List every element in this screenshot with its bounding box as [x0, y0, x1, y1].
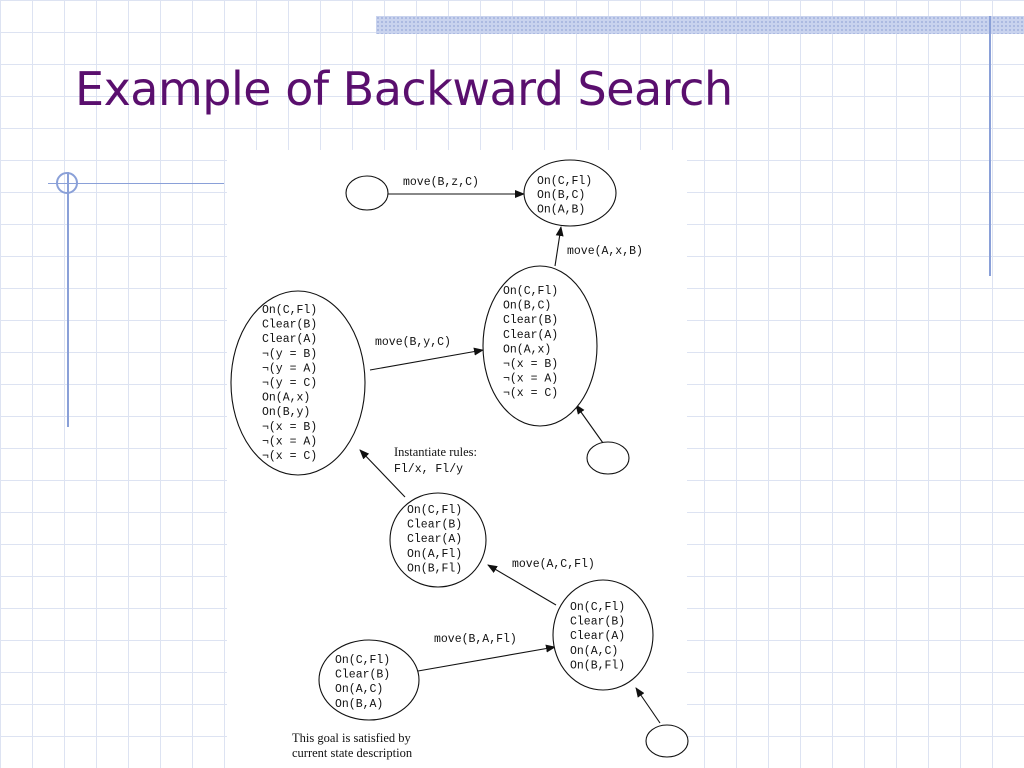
instantiate-note-line-2: Fl/x, Fl/y — [394, 463, 463, 476]
node-condition-text: On(A,x) — [503, 343, 551, 356]
node-condition-text: Clear(B) — [407, 519, 462, 532]
node-condition-text: On(C,Fl) — [262, 304, 317, 317]
node-condition-text: ¬(y = C) — [262, 377, 317, 390]
node-condition-text: On(A,B) — [537, 203, 585, 216]
edge-label-move-a-x-b: move(A,x,B) — [567, 245, 643, 258]
node-condition-text: Clear(B) — [262, 319, 317, 332]
node-condition-text: ¬(x = C) — [262, 450, 317, 463]
edge-bottom-to-mid — [575, 404, 604, 444]
node-condition-text: On(B,Fl) — [407, 562, 462, 575]
top-decorative-band — [376, 16, 1024, 34]
node-empty-bottom — [645, 724, 689, 758]
edge-move-a-x-b — [554, 226, 564, 267]
node-condition-text: On(A,C) — [570, 645, 618, 658]
node-condition-text: ¬(x = B) — [503, 358, 558, 371]
node-condition-text: On(C,Fl) — [537, 175, 592, 188]
right-decorative-line — [989, 16, 991, 276]
node-condition-text: ¬(x = A) — [262, 435, 317, 448]
satisfied-note-line-1: This goal is satisfied by — [292, 731, 411, 745]
node-condition-text: Clear(A) — [262, 333, 317, 346]
node-condition-text: Clear(B) — [503, 314, 558, 327]
node-empty-top — [345, 175, 389, 211]
node-satisfied-goal: On(C,Fl) Clear(B)On(A,C) On(B,A) — [318, 639, 420, 721]
node-condition-text: On(C,Fl) — [570, 601, 625, 614]
node-condition-text: ¬(x = B) — [262, 421, 317, 434]
node-lower-right-goal: On(C,Fl) Clear(B)Clear(A) On(A,C)On(B,Fl) — [552, 579, 654, 691]
node-condition-text: On(C,Fl) — [503, 285, 558, 298]
node-condition-text: Clear(A) — [570, 630, 625, 643]
node-condition-text: On(A,C) — [335, 683, 383, 696]
decorative-hook-icon — [56, 172, 78, 194]
node-condition-text: On(B,A) — [335, 698, 383, 711]
edge-label-move-b-y-c: move(B,y,C) — [375, 336, 451, 349]
slide-title: Example of Backward Search — [75, 62, 733, 116]
node-condition-text: Clear(B) — [335, 669, 390, 682]
node-condition-text: On(B,C) — [537, 189, 585, 202]
node-condition-text: On(A,Fl) — [407, 548, 462, 561]
node-condition-text: On(A,x) — [262, 392, 310, 405]
left-decorative-line — [67, 172, 69, 427]
edge-instantiate — [359, 449, 406, 498]
node-instantiated-goal: On(C,Fl) Clear(B)Clear(A) On(A,Fl)On(B,Fl) — [389, 492, 487, 588]
edge-label-move-b-a-fl: move(B,A,Fl) — [434, 633, 517, 646]
node-regressed-goal: On(C,Fl) On(B,C)Clear(B) Clear(A)On(A,x) ¬(… — [482, 265, 598, 427]
node-condition-text: Clear(A) — [407, 533, 462, 546]
node-condition-text: On(B,Fl) — [570, 659, 625, 672]
node-condition-text: Clear(B) — [570, 616, 625, 629]
node-condition-text: On(B,C) — [503, 300, 551, 313]
edge-move-a-c-fl — [487, 564, 557, 606]
edge-bottom-to-low — [635, 687, 661, 724]
satisfied-note-line-2: current state description — [292, 746, 413, 760]
edge-label-move-a-c-fl: move(A,C,Fl) — [512, 558, 595, 571]
left-decorative-rule — [48, 183, 224, 184]
node-left-goal: On(C,Fl) Clear(B)Clear(A) ¬(y = B)¬(y = A)… — [230, 290, 366, 476]
node-empty-mid — [586, 441, 630, 475]
edge-move-b-a-fl — [417, 644, 556, 672]
node-condition-text: ¬(y = B) — [262, 348, 317, 361]
node-condition-text: ¬(y = A) — [262, 362, 317, 375]
node-goal-state: On(C,Fl)On(B,C)On(A,B) — [523, 159, 617, 227]
node-condition-text: On(C,Fl) — [407, 504, 462, 517]
node-condition-text: ¬(x = C) — [503, 387, 558, 400]
node-condition-text: On(C,Fl) — [335, 654, 390, 667]
node-condition-text: On(B,y) — [262, 406, 310, 419]
edge-move-b-y-c — [369, 347, 484, 371]
node-condition-text: Clear(A) — [503, 329, 558, 342]
edge-label-move-b-z-c: move(B,z,C) — [403, 176, 479, 189]
instantiate-note-line-1: Instantiate rules: — [394, 445, 477, 459]
node-condition-text: ¬(x = A) — [503, 373, 558, 386]
